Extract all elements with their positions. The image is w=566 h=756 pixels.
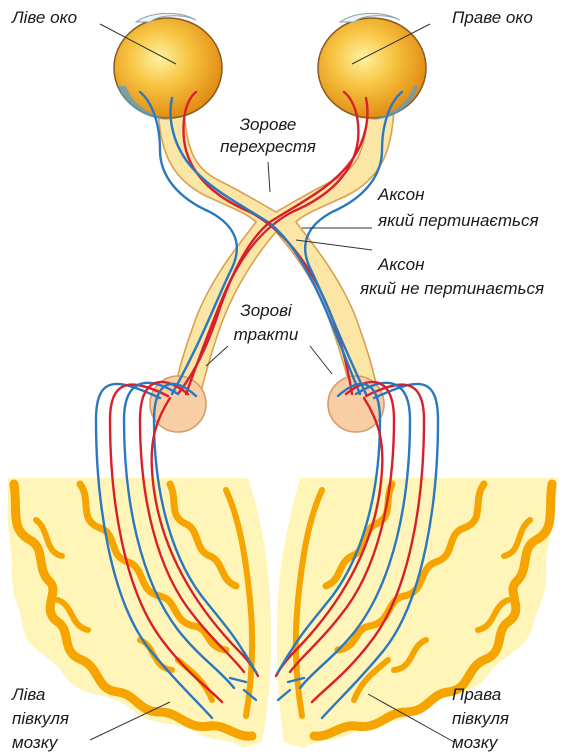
label-right-hemisphere-line2: півкуля xyxy=(452,709,509,728)
label-left-hemisphere-line1: Ліва xyxy=(11,685,45,704)
label-crossing-axon-line2: який пертинається xyxy=(377,211,539,230)
label-right-eye: Праве око xyxy=(452,8,533,27)
label-tracts-line1: Зорові xyxy=(240,301,293,320)
label-noncrossing-axon-line1: Аксон xyxy=(377,255,425,274)
leader-chiasm xyxy=(268,162,270,192)
label-crossing-axon-line1: Аксон xyxy=(377,185,425,204)
label-chiasm-line1: Зорове xyxy=(240,115,297,134)
label-left-eye: Ліве око xyxy=(11,8,77,27)
left-hemisphere xyxy=(7,478,271,748)
left-eye xyxy=(114,13,222,120)
label-left-hemisphere-line3: мозку xyxy=(12,733,59,752)
label-chiasm-line2: перехрестя xyxy=(220,137,316,156)
right-eye xyxy=(318,13,426,120)
label-left-hemisphere-line2: півкуля xyxy=(12,709,69,728)
label-right-hemisphere-line1: Права xyxy=(452,685,501,704)
label-noncrossing-axon-line2: який не пертинається xyxy=(359,279,544,298)
label-right-hemisphere-line3: мозку xyxy=(452,733,499,752)
leader-tract-right xyxy=(310,346,332,374)
label-tracts-line2: тракти xyxy=(234,325,299,344)
